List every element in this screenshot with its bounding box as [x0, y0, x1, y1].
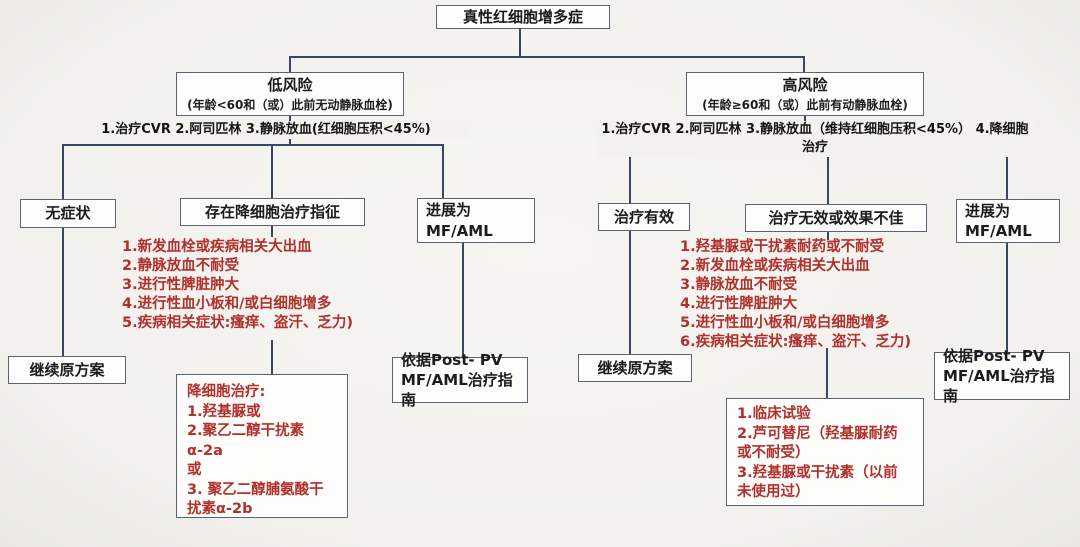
progression-right-label: 进展为 MF/AML — [965, 201, 1032, 240]
treatment-options-text: 1.临床试验 2.芦可替尼（羟基脲耐药 或不耐受） 3.羟基脲或干扰素（以前 未… — [737, 406, 898, 501]
continue-left-label: 继续原方案 — [29, 360, 105, 379]
criteria-item: 6.疾病相关症状:瘙痒、盗汗、乏力) — [680, 334, 912, 350]
low-risk-treatment-label: 1.治疗CVR 2.阿司匹林 3.静脉放血(红细胞压积<45%) — [62, 121, 470, 139]
connector-ineffective-stub-bottom — [826, 348, 828, 399]
connector-low-branch — [62, 144, 444, 146]
low-risk-subtitle: (年龄<60和（或）此前无动静脉血栓) — [187, 97, 393, 112]
node-treatment-options: 1.临床试验 2.芦可替尼（羟基脲耐药 或不耐受） 3.羟基脲或干扰素（以前 未… — [726, 398, 924, 506]
criteria-item: 3.进行性脾脏肿大 — [122, 277, 240, 293]
high-risk-criteria-list: 1.羟基脲或干扰素耐药或不耐受 2.新发血栓或疾病相关大出血 3.静脉放血不耐受… — [680, 238, 911, 352]
connector-root-stem — [519, 28, 521, 57]
effective-label: 治疗有效 — [613, 207, 674, 226]
high-risk-title: 高风险 — [782, 76, 828, 95]
connector-progression-left-drop — [442, 144, 444, 199]
guideline-right-label: 依据Post- PV MF/AML治疗指南 — [943, 346, 1055, 406]
node-guideline-left: 依据Post- PV MF/AML治疗指南 — [392, 351, 528, 409]
asymptomatic-label: 无症状 — [45, 204, 91, 223]
connector-ineffective-stub-top — [827, 232, 829, 240]
criteria-item: 5.疾病相关症状:瘙痒、盗汗、乏力) — [122, 315, 354, 331]
node-cytoreduction: 降细胞治疗: 1.羟基脲或 2.聚乙二醇干扰素α-2a 或 3. 聚乙二醇脯氨酸… — [176, 374, 348, 518]
root-label: 真性红细胞增多症 — [462, 7, 583, 26]
criteria-item: 2.新发血栓或疾病相关大出血 — [680, 258, 870, 274]
node-asymptomatic: 无症状 — [20, 199, 116, 228]
connector-effective-to-continue — [629, 231, 631, 355]
node-continue-right: 继续原方案 — [578, 354, 692, 382]
connector-lowrisk-drop — [289, 56, 291, 73]
node-continue-left: 继续原方案 — [8, 356, 126, 384]
node-root: 真性红细胞增多症 — [436, 5, 610, 29]
criteria-item: 1.新发血栓或疾病相关大出血 — [122, 239, 312, 255]
ineffective-label: 治疗无效或效果不佳 — [768, 208, 904, 227]
guideline-left-label: 依据Post- PV MF/AML治疗指南 — [401, 350, 513, 410]
connector-indication-stub-top — [271, 226, 273, 237]
low-risk-criteria-list: 1.新发血栓或疾病相关大出血 2.静脉放血不耐受 3.进行性脾脏肿大 4.进行性… — [122, 238, 353, 333]
node-guideline-right: 依据Post- PV MF/AML治疗指南 — [934, 347, 1070, 405]
criteria-item: 1.羟基脲或干扰素耐药或不耐受 — [680, 239, 885, 255]
node-ineffective: 治疗无效或效果不佳 — [745, 204, 927, 232]
high-risk-subtitle: (年龄≥60和（或）此前有动静脉血栓) — [702, 97, 908, 112]
criteria-item: 4.进行性血小板和/或白细胞增多 — [122, 296, 332, 312]
node-effective: 治疗有效 — [598, 203, 690, 231]
node-low-risk: 低风险 (年龄<60和（或）此前无动静脉血栓) — [176, 72, 404, 116]
connector-highrisk-drop — [803, 56, 805, 73]
connector-progression-left-to-guideline — [462, 243, 464, 358]
connector-asymptomatic-drop — [62, 144, 64, 200]
low-risk-title: 低风险 — [267, 76, 313, 95]
progression-left-label: 进展为 MF/AML — [426, 201, 493, 240]
connector-asymptomatic-to-continue — [62, 228, 64, 357]
node-high-risk: 高风险 (年龄≥60和（或）此前有动静脉血栓) — [686, 72, 924, 116]
connector-ineffective-drop — [827, 149, 829, 205]
connector-progression-right-to-guideline — [1006, 243, 1008, 353]
node-indication: 存在降细胞治疗指征 — [180, 198, 365, 226]
indication-label: 存在降细胞治疗指征 — [204, 202, 340, 221]
cytoreduction-text: 降细胞治疗: 1.羟基脲或 2.聚乙二醇干扰素α-2a 或 3. 聚乙二醇脯氨酸… — [187, 384, 324, 518]
continue-right-label: 继续原方案 — [597, 358, 673, 377]
criteria-item: 4.进行性脾脏肿大 — [680, 296, 798, 312]
connector-indication-drop — [271, 144, 273, 199]
connector-effective-drop — [629, 149, 631, 204]
connector-progression-right-drop — [1006, 149, 1008, 200]
high-risk-treatment-label: 1.治疗CVR 2.阿司匹林 3.静脉放血（维持红细胞压积<45%） 4.降细胞… — [596, 121, 1034, 157]
connector-indication-stub-bottom — [271, 340, 273, 375]
node-progression-left: 进展为 MF/AML — [417, 198, 535, 243]
connector-top-branch — [289, 56, 805, 58]
criteria-item: 2.静脉放血不耐受 — [122, 258, 240, 274]
criteria-item: 5.进行性血小板和/或白细胞增多 — [680, 315, 890, 331]
node-progression-right: 进展为 MF/AML — [956, 199, 1060, 243]
criteria-item: 3.静脉放血不耐受 — [680, 277, 798, 293]
